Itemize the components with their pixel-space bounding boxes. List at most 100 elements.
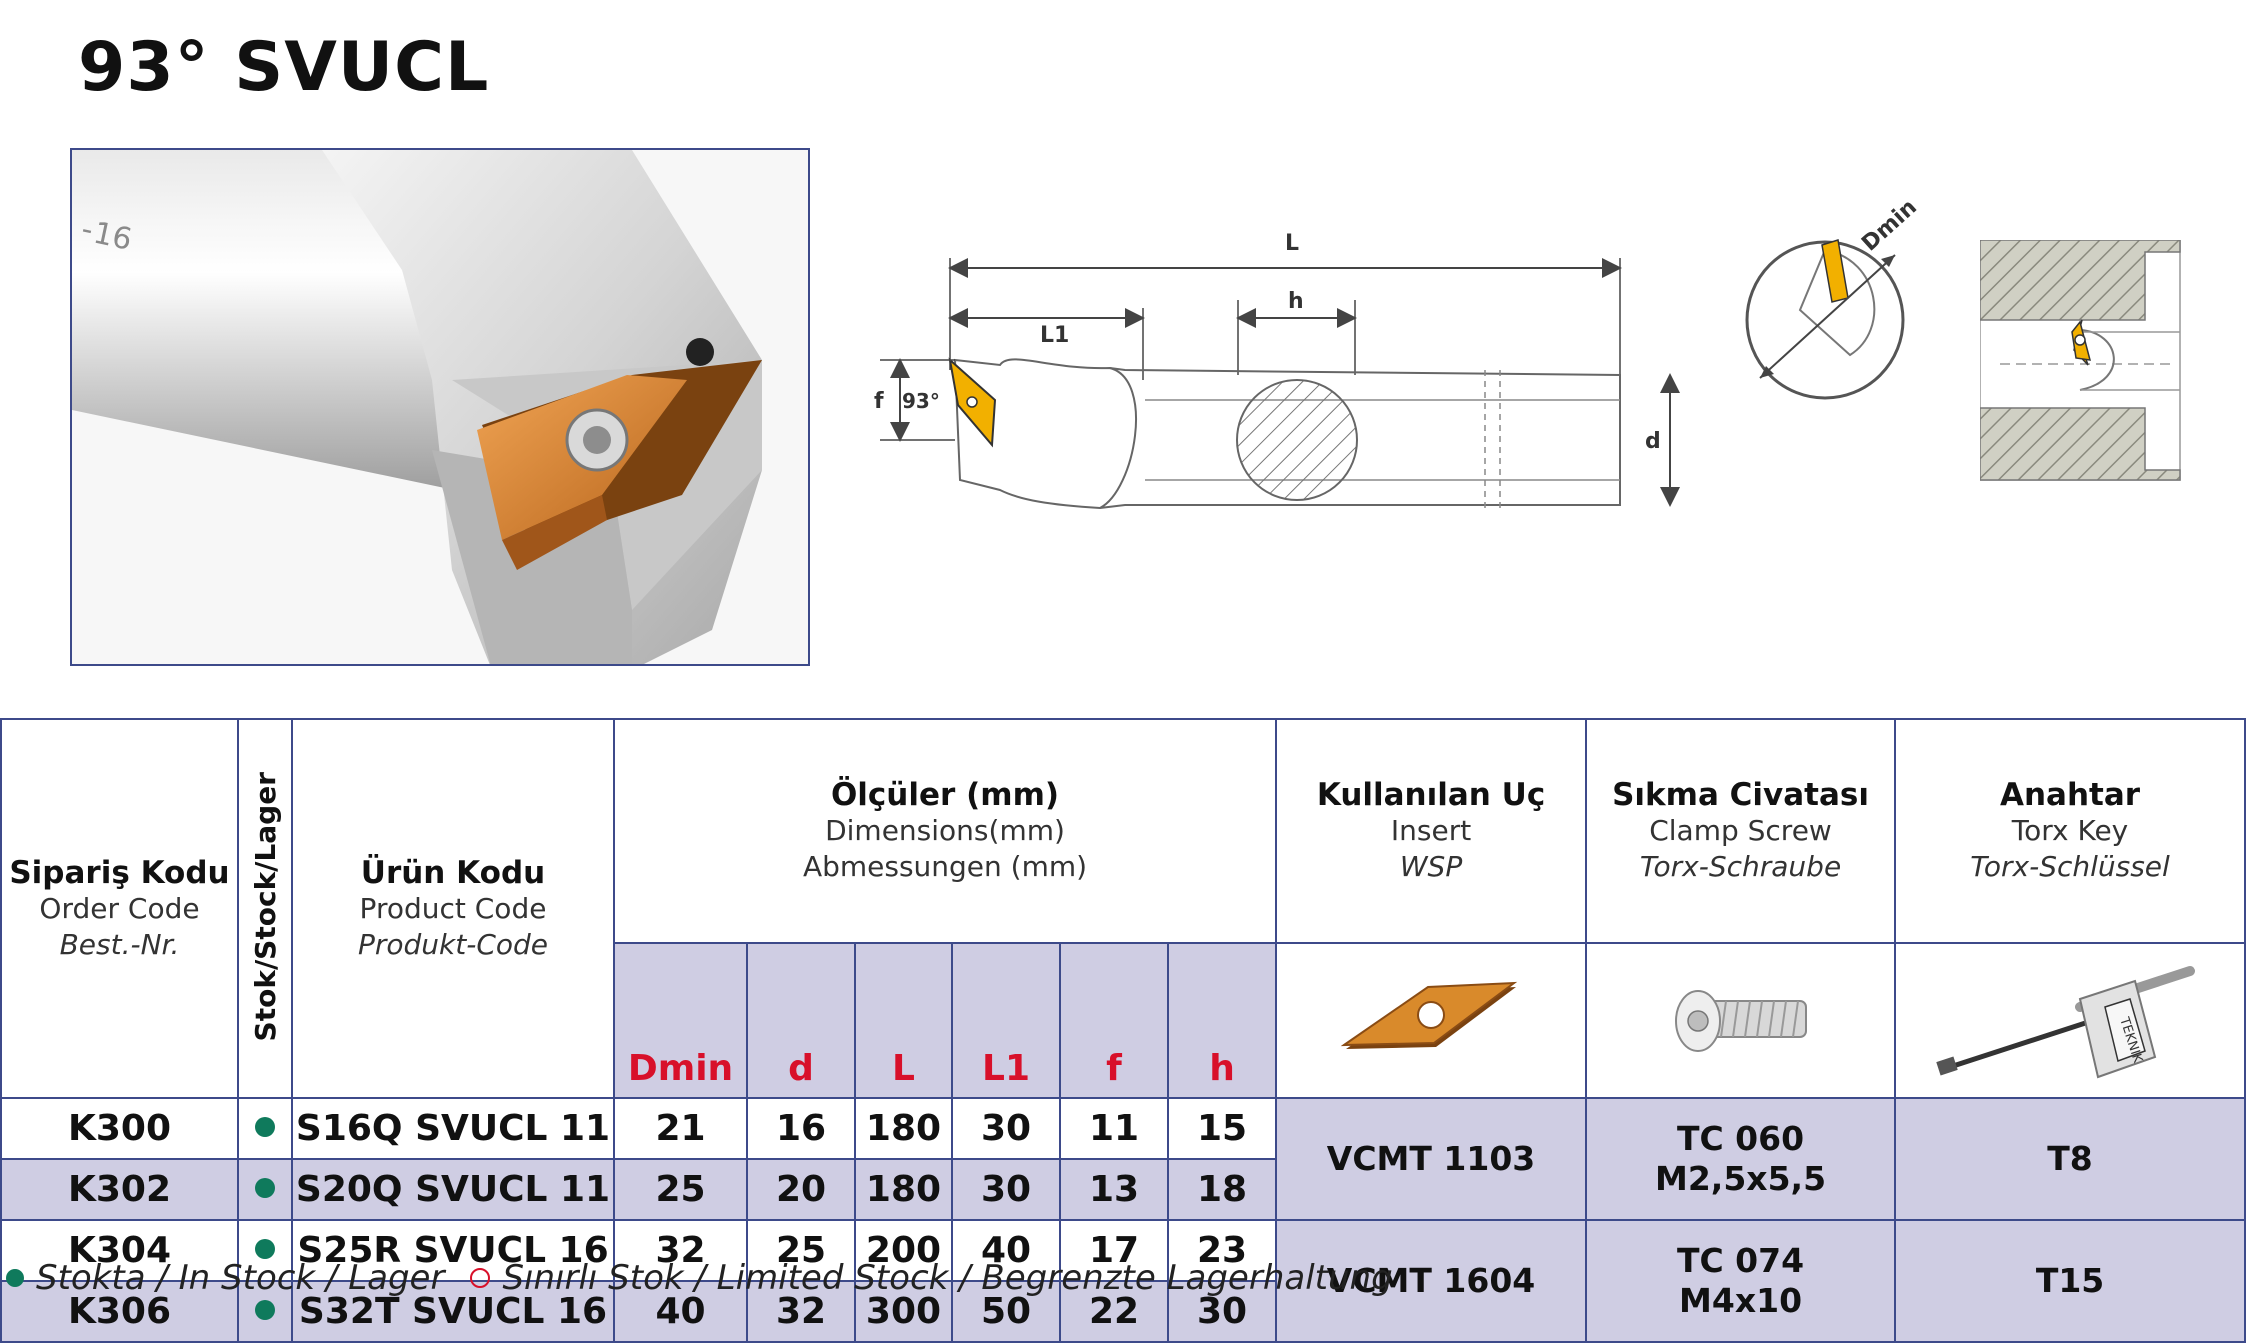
dim-label-L1: L1: [1040, 323, 1069, 348]
L1-cell: 30: [951, 1158, 1061, 1221]
dim-header-d: d: [746, 942, 856, 1099]
header-dimensions-en: Dimensions(mm): [825, 814, 1065, 847]
L1-cell: 40: [951, 1219, 1061, 1282]
dmin-cell: 25: [613, 1158, 748, 1221]
header-product-code: Ürün Kodu Product Code Produkt-Code: [291, 718, 615, 1099]
dim-label-L: L: [1285, 231, 1299, 256]
header-insert-en: Insert: [1390, 814, 1472, 847]
key-cell: T15: [1894, 1219, 2247, 1343]
h-cell: 18: [1166, 1158, 1278, 1221]
header-dimensions: Ölçüler (mm) Dimensions(mm) Abmessungen …: [612, 718, 1278, 944]
d-cell: 32: [746, 1280, 856, 1343]
stock-status: [237, 1219, 293, 1282]
dim-label-d: d: [1645, 429, 1661, 454]
insert-cell: VCMT 1604: [1275, 1219, 1588, 1343]
spec-table: Sipariş Kodu Order Code Best.-Nr. Stok/S…: [0, 718, 2247, 1343]
header-dimensions-de: Abmessungen (mm): [802, 850, 1088, 883]
dim-header-dmin: Dmin: [613, 942, 748, 1099]
dim-label-dmin: Dmin: [1857, 195, 1922, 257]
dim-label-f: f: [874, 389, 884, 414]
technical-drawing: L L1 h f 93° d: [874, 231, 1680, 510]
table-row: K302 S20Q SVUCL 11 25 20 180 30 13 18: [0, 1158, 2245, 1221]
dim-label-angle: 93°: [902, 389, 940, 413]
dim-label-h: h: [1288, 289, 1304, 314]
clamp-size: M2,5x5,5: [1655, 1159, 1827, 1198]
legend-in-stock: Stokta / In Stock / Lager: [36, 1258, 445, 1298]
header-product-code-de: Produkt-Code: [357, 927, 549, 961]
dmin-cell: 21: [613, 1097, 748, 1160]
table-row: K306 S32T SVUCL 16 40 32 300 50 22 30: [0, 1280, 2245, 1343]
table-row: K300 S16Q SVUCL 11 21 16 180 30 11 15 VC…: [0, 1097, 2247, 1221]
product-photo: - 16: [70, 148, 810, 666]
clamp-screw-image: [1585, 942, 1897, 1099]
L-cell: 180: [854, 1158, 953, 1221]
f-cell: 13: [1059, 1158, 1169, 1221]
product-code-cell: S16Q SVUCL 11: [291, 1097, 615, 1160]
header-order-code: Sipariş Kodu Order Code Best.-Nr.: [0, 718, 239, 1099]
key-cell: T8: [1894, 1097, 2247, 1221]
d-cell: 25: [746, 1219, 856, 1282]
order-code-cell: K302: [0, 1158, 239, 1221]
header-insert-tr: Kullanılan Uç: [1316, 777, 1546, 813]
L1-cell: 50: [951, 1280, 1061, 1343]
legend-limited-stock: Sınırlı Stok / Limited Stock / Begrenzte…: [502, 1258, 1393, 1298]
dim-header-L: L: [854, 942, 953, 1099]
header-order-code-de: Best.-Nr.: [59, 927, 180, 961]
f-cell: 22: [1059, 1280, 1169, 1343]
header-stock: Stok/Stock/Lager: [237, 718, 293, 1099]
L-cell: 200: [854, 1219, 953, 1282]
in-stock-dot-icon: [255, 1116, 275, 1137]
h-cell: 15: [1166, 1097, 1278, 1160]
product-code-cell: S32T SVUCL 16: [291, 1280, 615, 1343]
in-stock-dot-icon: [255, 1299, 275, 1320]
d-cell: 20: [746, 1158, 856, 1221]
dmin-cell: 40: [613, 1280, 748, 1343]
header-product-code-en: Product Code: [359, 891, 547, 925]
L-cell: 180: [854, 1097, 953, 1160]
L1-cell: 30: [951, 1097, 1061, 1160]
header-torx-key: Anahtar Torx Key Torx-Schlüssel: [1894, 718, 2247, 944]
stock-status: [237, 1097, 293, 1160]
header-order-code-tr: Sipariş Kodu: [9, 854, 230, 891]
limited-stock-legend-icon: [470, 1268, 491, 1288]
insert-image: [1275, 942, 1588, 1099]
header-key-en: Torx Key: [2011, 814, 2129, 847]
table-row: K304 S25R SVUCL 16 32 25 200 40 17 23 VC…: [0, 1219, 2247, 1343]
header-insert-de: WSP: [1399, 850, 1463, 883]
in-stock-legend-icon: [6, 1269, 24, 1287]
clamp-code: TC 074: [1676, 1241, 1805, 1280]
page-title: 93° SVUCL: [78, 28, 490, 107]
f-cell: 17: [1059, 1219, 1169, 1282]
product-code-cell: S20Q SVUCL 11: [291, 1158, 615, 1221]
header-clamp-en: Clamp Screw: [1649, 814, 1832, 847]
header-order-code-en: Order Code: [39, 891, 200, 925]
header-clamp-tr: Sıkma Civatası: [1612, 777, 1869, 813]
header-product-code-tr: Ürün Kodu: [360, 854, 546, 891]
stock-status: [237, 1280, 293, 1343]
stock-legend: Stokta / In Stock / Lager Sınırlı Stok /…: [6, 1258, 1393, 1298]
clamp-size: M4x10: [1679, 1281, 1803, 1320]
shank-marking: 16: [90, 216, 135, 258]
header-key-de: Torx-Schlüssel: [1970, 850, 2170, 883]
header-insert: Kullanılan Uç Insert WSP: [1275, 718, 1588, 944]
insert-cell: VCMT 1103: [1275, 1097, 1588, 1221]
f-cell: 11: [1059, 1097, 1169, 1160]
h-cell: 23: [1166, 1219, 1278, 1282]
dmin-detail: Dmin: [1745, 195, 1922, 400]
d-cell: 16: [746, 1097, 856, 1160]
header-stock-label: Stok/Stock/Lager: [248, 771, 282, 1042]
header-clamp-de: Torx-Schraube: [1639, 850, 1842, 883]
dim-header-h: h: [1166, 942, 1278, 1099]
dim-header-L1: L1: [951, 942, 1061, 1099]
order-code-cell: K300: [0, 1097, 239, 1160]
header-clamp-screw: Sıkma Civatası Clamp Screw Torx-Schraube: [1585, 718, 1897, 944]
order-code-cell: K304: [0, 1219, 239, 1282]
clamp-cell: TC 074 M4x10: [1585, 1219, 1897, 1343]
in-stock-dot-icon: [255, 1238, 275, 1259]
L-cell: 300: [854, 1280, 953, 1343]
stock-status: [237, 1158, 293, 1221]
header-key-tr: Anahtar: [1999, 777, 2141, 813]
dim-header-f: f: [1059, 942, 1169, 1099]
h-cell: 30: [1166, 1280, 1278, 1343]
order-code-cell: K306: [0, 1280, 239, 1343]
